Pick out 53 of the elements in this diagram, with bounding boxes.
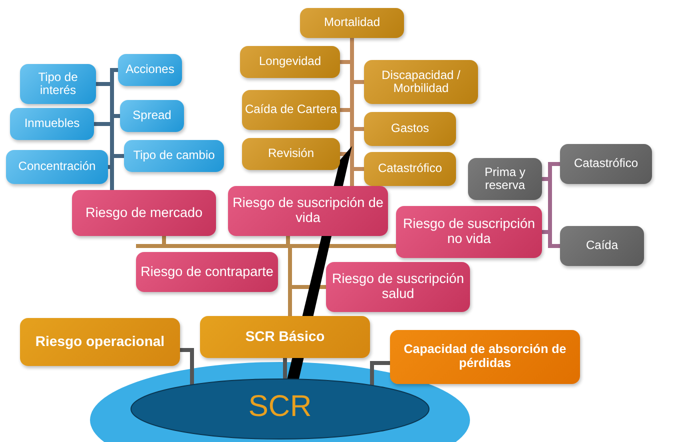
node-label: Catastrófico bbox=[574, 157, 638, 171]
node-label: Riesgo operacional bbox=[35, 334, 165, 350]
node-label: Gastos bbox=[390, 122, 429, 136]
risk-box bbox=[240, 46, 340, 78]
node-label: Tipo de cambio bbox=[133, 149, 215, 163]
connector-line bbox=[283, 358, 287, 380]
node-label: Caída bbox=[586, 239, 618, 253]
node-label: Riesgo de suscripción salud bbox=[330, 272, 466, 302]
risk-box bbox=[242, 138, 340, 170]
node-label: Mortalidad bbox=[324, 16, 380, 30]
risk-box bbox=[124, 140, 224, 172]
risk-box bbox=[120, 100, 184, 132]
risk-box bbox=[20, 64, 96, 104]
node-label: Capacidad de absorción de pérdidas bbox=[402, 343, 568, 371]
risk-module-box bbox=[228, 186, 388, 236]
scr-component-box bbox=[390, 330, 580, 384]
scr-component-box bbox=[20, 318, 180, 366]
node-label: Caída de Cartera bbox=[244, 103, 338, 117]
node-label: Prima y reserva bbox=[484, 166, 526, 192]
connector-line bbox=[542, 230, 560, 248]
risk-box bbox=[364, 60, 478, 104]
risk-box bbox=[560, 226, 644, 266]
risk-box bbox=[468, 158, 542, 200]
risk-box bbox=[242, 90, 340, 130]
node-label: Tipo de interés bbox=[37, 70, 79, 98]
risk-box bbox=[6, 150, 108, 184]
node-label: Riesgo de suscripción no vida bbox=[402, 217, 536, 247]
node-label: Concentración bbox=[18, 160, 96, 174]
node-label: Catastrófico bbox=[378, 162, 442, 176]
risk-module-box bbox=[326, 262, 470, 312]
node-label: Riesgo de mercado bbox=[85, 206, 203, 220]
scr-component-box bbox=[200, 316, 370, 358]
node-label: Acciones bbox=[126, 63, 174, 77]
risk-module-box bbox=[396, 206, 542, 258]
risk-module-box bbox=[72, 190, 216, 236]
risk-box bbox=[364, 112, 456, 146]
connector-line bbox=[370, 361, 390, 386]
node-label: Riesgo de contraparte bbox=[140, 264, 274, 280]
node-label: Inmuebles bbox=[24, 117, 80, 131]
node-label: Longevidad bbox=[258, 55, 322, 69]
risk-box bbox=[364, 152, 456, 186]
node-label: Discapacidad / Morbilidad bbox=[380, 68, 462, 96]
node-label: SCR Básico bbox=[245, 329, 325, 345]
node-label: Revisión bbox=[268, 147, 314, 161]
scr-ellipse bbox=[130, 378, 430, 440]
risk-box bbox=[560, 144, 652, 184]
risk-box bbox=[10, 108, 94, 140]
node-label: SCR bbox=[248, 390, 312, 423]
risk-box bbox=[300, 8, 404, 38]
risk-box bbox=[118, 54, 182, 86]
risk-module-box bbox=[136, 252, 278, 292]
node-label: Riesgo de suscripción de vida bbox=[232, 196, 384, 226]
node-label: Spread bbox=[132, 109, 172, 123]
